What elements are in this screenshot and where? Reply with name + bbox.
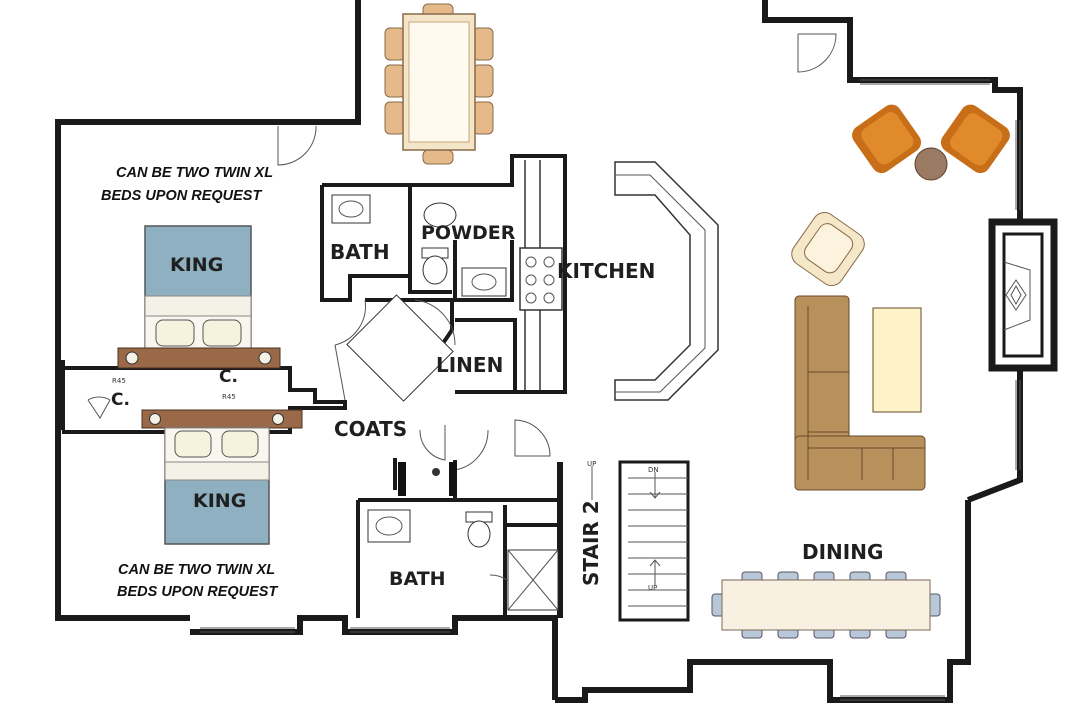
closet-a-label: C.: [219, 367, 238, 387]
windows: [200, 79, 1021, 701]
bath-upper-label: BATH: [330, 240, 390, 264]
bed-bottom: [141, 409, 303, 545]
interior-walls: [62, 154, 567, 618]
bed-top-label: KING: [170, 254, 223, 276]
stair-treads: [591, 466, 688, 607]
note-top-line1: CAN BE TWO TWIN XL: [116, 165, 273, 181]
bath-lower-label: BATH: [389, 568, 446, 590]
cooktop: [519, 247, 563, 311]
top-dining-set: [384, 3, 494, 165]
stair-dn-label: DN: [648, 466, 659, 474]
bed-top: [117, 225, 281, 369]
stair-up-top-label: UP: [587, 460, 596, 468]
linen-label: LINEN: [436, 353, 503, 377]
bath-fixtures: [331, 194, 559, 611]
powder-label: POWDER: [421, 222, 516, 244]
note-bottom-line1: CAN BE TWO TWIN XL: [118, 562, 275, 578]
r45-label-a: R45: [112, 377, 126, 385]
sectional-sofa: [794, 295, 926, 491]
recliner: [791, 212, 865, 287]
lounge-chairs: [852, 104, 1010, 181]
kitchen-label: KITCHEN: [557, 259, 655, 283]
stair-up-bottom-label: UP: [648, 584, 657, 592]
closet-b-label: C.: [111, 390, 130, 410]
r45-label-b: R45: [222, 393, 236, 401]
note-bottom-line2: BEDS UPON REQUEST: [117, 584, 278, 600]
coats-label: COATS: [334, 417, 407, 441]
stair-label: STAIR 2: [579, 500, 603, 586]
kitchen-island: [614, 161, 719, 401]
exterior-walls: [55, 0, 1058, 703]
note-top-line2: BEDS UPON REQUEST: [101, 188, 262, 204]
bed-bottom-label: KING: [193, 490, 246, 512]
coffee-table: [872, 307, 922, 413]
dining-label: DINING: [802, 540, 883, 564]
dining-set: [711, 571, 941, 639]
